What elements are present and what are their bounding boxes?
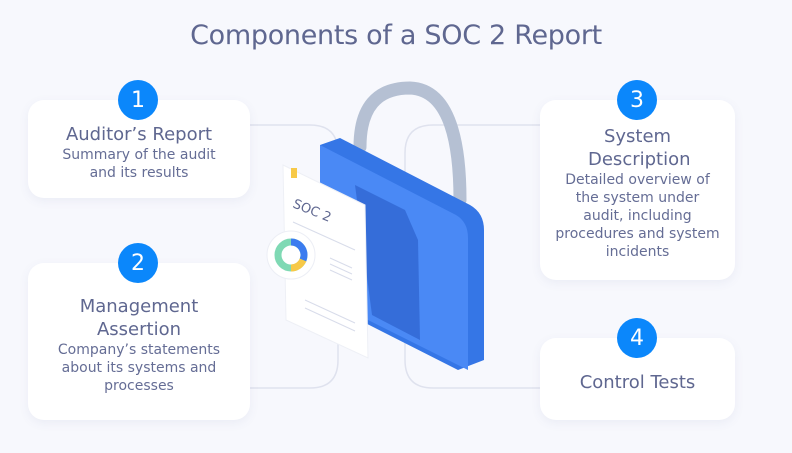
card-title: Control Tests [579,371,696,393]
card-description: Detailed overview of the system under au… [555,172,720,260]
card-description: Summary of the audit and its results [62,146,216,181]
component-card-management-assertion: Management Assertion Company’s statement… [28,263,250,420]
component-card-control-tests: Control Tests [540,338,735,420]
step-badge-4: 4 [617,318,657,358]
step-badge-1: 1 [118,80,158,120]
component-card-system-description: System Description Detailed overview of … [540,100,735,280]
card-title: Management Assertion [79,295,199,340]
card-title: System Description [588,126,691,170]
step-badge-3: 3 [617,80,657,120]
card-title: Auditor’s Report [65,123,213,145]
page-title: Components of a SOC 2 Report [190,20,602,51]
soc2-document: SOC 2 [266,164,369,359]
step-badge-2: 2 [118,243,158,283]
card-description: Company’s statements about its systems a… [57,341,221,394]
